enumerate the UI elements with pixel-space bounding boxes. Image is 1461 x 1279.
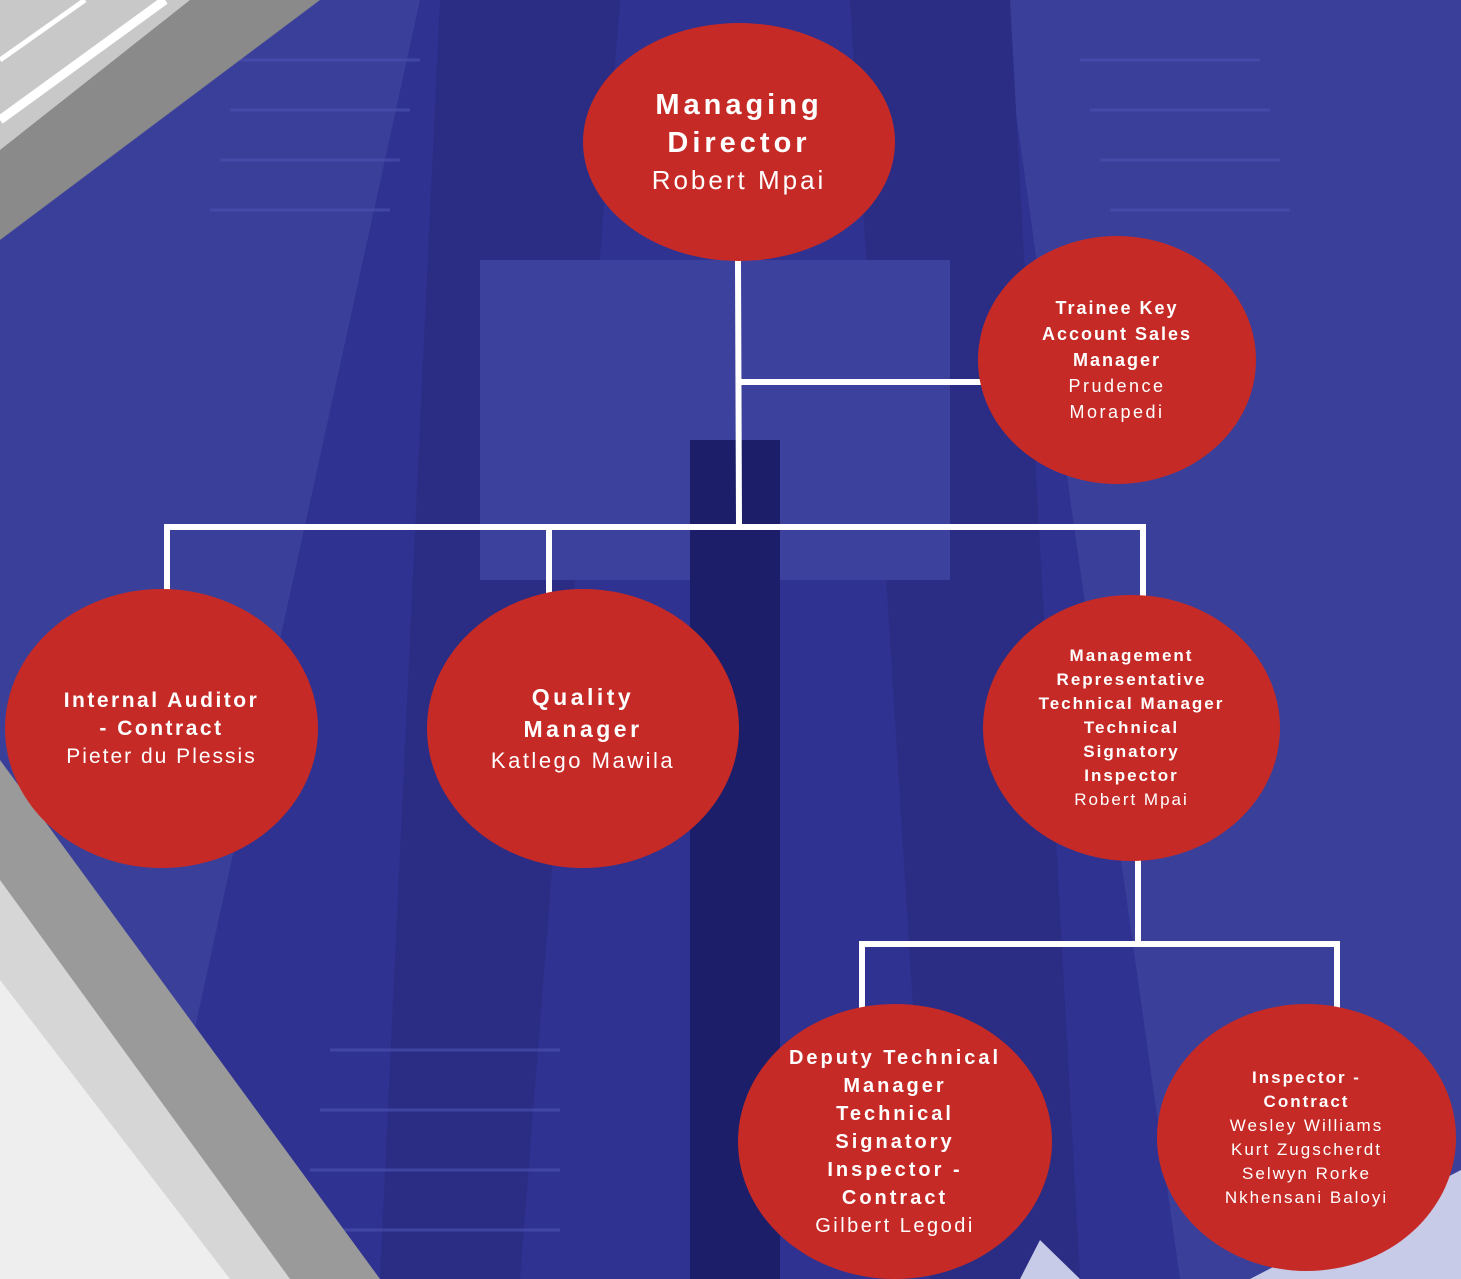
node-person: Robert Mpai: [651, 165, 827, 195]
node-inspector-contract: Inspector - Contract Wesley Williams Kur…: [1157, 1004, 1456, 1271]
node-person: Pieter du Plessis: [66, 744, 257, 768]
node-person: Gilbert Legodi: [815, 1214, 975, 1237]
node-management-representative: Management Representative Technical Mana…: [983, 595, 1280, 861]
connector-md-down: [734, 258, 743, 529]
node-role: Quality Manager: [523, 683, 643, 742]
node-role: Deputy Technical Manager Technical Signa…: [788, 1046, 1002, 1209]
node-role: Inspector - Contract: [1252, 1067, 1361, 1111]
node-role: Trainee Key Account Sales Manager: [1041, 298, 1193, 370]
node-trainee-sales-manager: Trainee Key Account Sales Manager Pruden…: [978, 236, 1256, 484]
node-person: Prudence Morapedi: [1068, 376, 1166, 422]
node-role: Internal Auditor - Contract: [63, 688, 260, 740]
node-managing-director: Managing Director Robert Mpai: [583, 23, 895, 261]
node-quality-manager: Quality Manager Katlego Mawila: [427, 589, 739, 868]
node-role: Managing Director: [655, 89, 823, 159]
node-role: Management Representative Technical Mana…: [1038, 646, 1225, 785]
node-person: Robert Mpai: [1074, 790, 1189, 809]
node-deputy-technical-manager: Deputy Technical Manager Technical Signa…: [738, 1004, 1052, 1279]
node-person: Katlego Mawila: [490, 747, 676, 773]
node-internal-auditor: Internal Auditor - Contract Pieter du Pl…: [5, 589, 318, 868]
node-person: Wesley Williams Kurt Zugscherdt Selwyn R…: [1224, 1115, 1389, 1207]
